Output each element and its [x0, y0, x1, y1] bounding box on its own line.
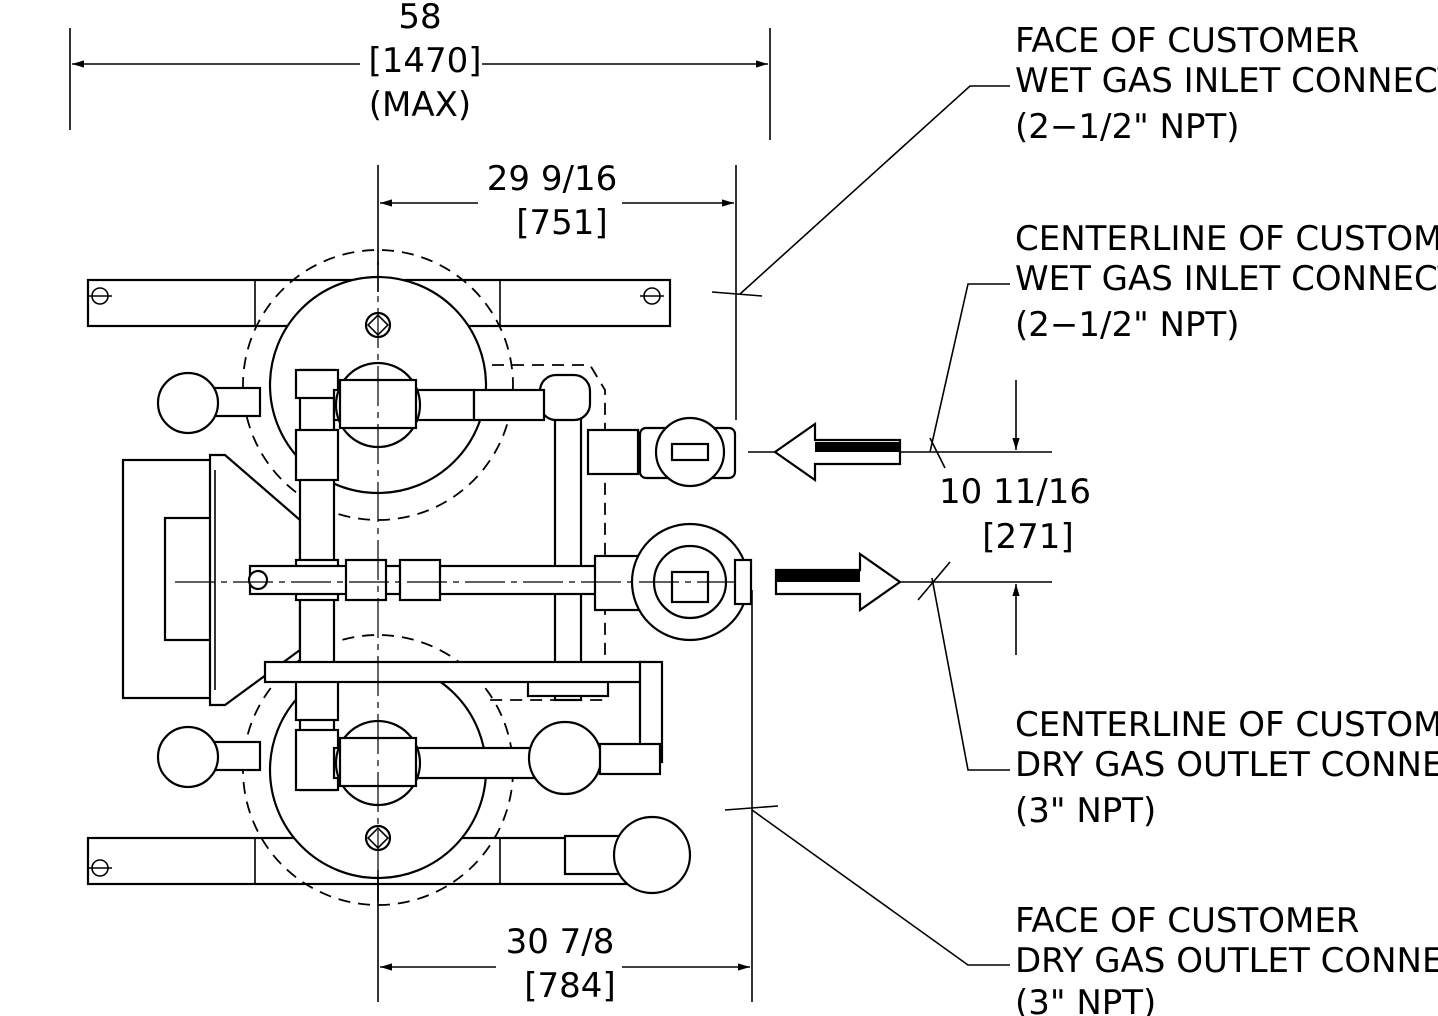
dimension-inlet-face-metric: [751] — [516, 203, 607, 243]
dimension-overall-width: 58 [1470] (MAX) — [69, 0, 771, 140]
pipe-run-bottom — [332, 719, 662, 807]
pipe-riser-right — [526, 373, 610, 702]
dimension-overall-width-value: 58 — [398, 0, 441, 37]
dimension-inlet-face-value: 29 9/16 — [487, 159, 617, 199]
dimension-outlet-face-metric: [784] — [524, 966, 615, 1006]
pipe-run-middle — [247, 558, 627, 602]
dimension-inlet-face: 29 9/16 [751] — [377, 159, 737, 420]
dimension-overall-width-metric: [1470] — [368, 41, 481, 81]
callout-wet-inlet-centerline: CENTERLINE OF CUSTOMER WET GAS INLET CON… — [1015, 219, 1438, 345]
dimension-centerline-offset-value: 10 11/16 — [939, 472, 1091, 512]
dimension-overall-width-note: (MAX) — [369, 85, 471, 125]
outlet-flow-arrow-icon — [774, 551, 902, 613]
callout-line: CENTERLINE OF CUSTOMER — [1015, 219, 1438, 259]
callout-dry-outlet-centerline: CENTERLINE OF CUSTOMER DRY GAS OUTLET CO… — [1015, 705, 1438, 831]
callout-line: FACE OF CUSTOMER — [1015, 21, 1359, 61]
callout-line: CENTERLINE OF CUSTOMER — [1015, 705, 1438, 745]
callout-line: WET GAS INLET CONNECTION — [1015, 259, 1438, 299]
dimension-centerline-offset-metric: [271] — [982, 517, 1073, 557]
callout-line: DRY GAS OUTLET CONNECTION — [1015, 941, 1438, 981]
callout-wet-inlet-face: FACE OF CUSTOMER WET GAS INLET CONNECTIO… — [1015, 21, 1438, 147]
leader-lines — [711, 85, 1010, 966]
tank-left-bottom — [156, 725, 262, 789]
callout-line: DRY GAS OUTLET CONNECTION — [1015, 745, 1438, 785]
callout-dry-outlet-face: FACE OF CUSTOMER DRY GAS OUTLET CONNECTI… — [1015, 901, 1438, 1016]
inlet-connection — [586, 416, 737, 488]
callout-line: (2−1/2" NPT) — [1015, 107, 1240, 147]
callout-line: (3" NPT) — [1015, 983, 1156, 1016]
callout-line: FACE OF CUSTOMER — [1015, 901, 1359, 941]
pipe-run-lower — [263, 660, 664, 764]
callout-line: (3" NPT) — [1015, 791, 1156, 831]
callout-line: (2−1/2" NPT) — [1015, 305, 1240, 345]
dimension-outlet-face-value: 30 7/8 — [506, 922, 615, 962]
dimension-outlet-face: 30 7/8 [784] — [377, 590, 753, 1006]
callout-line: WET GAS INLET CONNECTION — [1015, 61, 1438, 101]
tank-right-bottom — [563, 815, 692, 895]
skid-equipment — [86, 249, 753, 906]
inlet-flow-arrow-icon — [773, 421, 902, 483]
tank-left-top — [156, 371, 262, 435]
dimension-centerline-offset: 10 11/16 [271] — [748, 380, 1091, 655]
